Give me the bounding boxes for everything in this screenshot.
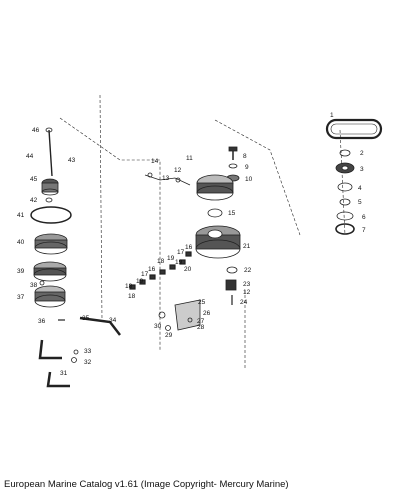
part-label-18-repeat: 18 bbox=[125, 283, 133, 290]
part-label-39: 39 bbox=[17, 268, 25, 275]
part-label-40: 40 bbox=[17, 239, 25, 246]
part-label-14: 14 bbox=[151, 158, 159, 165]
part-label-41: 41 bbox=[17, 212, 25, 219]
part-label-17-repeat: 17 bbox=[141, 271, 149, 278]
part-label-15: 15 bbox=[228, 210, 236, 217]
part-label-19-repeat: 19 bbox=[136, 278, 144, 285]
part-label-34: 34 bbox=[109, 317, 117, 324]
part-label-8: 8 bbox=[243, 153, 247, 160]
part-label-31: 31 bbox=[60, 370, 68, 377]
part-label-23: 23 bbox=[243, 281, 251, 288]
part-label-27: 27 bbox=[197, 318, 205, 325]
part-label-36: 36 bbox=[38, 318, 46, 325]
part-label-12-repeat: 12 bbox=[243, 289, 251, 296]
part-label-4: 4 bbox=[358, 185, 362, 192]
part-label-38: 38 bbox=[30, 282, 38, 289]
part-label-45: 45 bbox=[30, 176, 38, 183]
part-label-1: 1 bbox=[330, 112, 334, 119]
part-label-37: 37 bbox=[17, 294, 25, 301]
part-label-26: 26 bbox=[203, 310, 211, 317]
part-label-21: 21 bbox=[243, 243, 251, 250]
part-label-16-repeat: 16 bbox=[148, 266, 156, 273]
part-label-19: 19 bbox=[167, 255, 175, 262]
part-label-25: 25 bbox=[198, 299, 206, 306]
part-label-13: 13 bbox=[162, 175, 170, 182]
part-label-29: 29 bbox=[165, 332, 173, 339]
part-label-42: 42 bbox=[30, 197, 38, 204]
part-label-6: 6 bbox=[362, 214, 366, 221]
part-label-3: 3 bbox=[360, 166, 364, 173]
diagram-drawing bbox=[30, 94, 383, 388]
part-label-7: 7 bbox=[362, 227, 366, 234]
part-label-18-repeat-2: 18 bbox=[128, 293, 136, 300]
part-label-24: 24 bbox=[240, 299, 248, 306]
part-label-5: 5 bbox=[358, 199, 362, 206]
part-label-22: 22 bbox=[244, 267, 252, 274]
part-label-11: 11 bbox=[186, 155, 193, 162]
part-label-9: 9 bbox=[245, 164, 249, 171]
part-label-19-repeat-2: 19 bbox=[175, 259, 183, 266]
exploded-parts-diagram: 1 2 3 4 5 6 7 8 9 10 11 12 13 14 15 16 1… bbox=[17, 94, 383, 388]
part-label-30: 30 bbox=[154, 323, 162, 330]
part-label-44: 44 bbox=[26, 153, 34, 160]
part-label-12: 12 bbox=[174, 167, 182, 174]
part-label-43: 43 bbox=[68, 157, 76, 164]
part-label-35: 35 bbox=[82, 315, 90, 322]
part-label-46: 46 bbox=[32, 127, 40, 134]
part-label-33: 33 bbox=[84, 348, 92, 355]
part-label-20: 20 bbox=[184, 266, 192, 273]
part-label-32: 32 bbox=[84, 359, 92, 366]
part-label-17: 17 bbox=[177, 249, 185, 256]
part-label-10: 10 bbox=[245, 176, 253, 183]
part-label-2: 2 bbox=[360, 150, 364, 157]
part-label-16: 16 bbox=[185, 244, 193, 251]
catalog-caption: European Marine Catalog v1.61 (Image Cop… bbox=[4, 479, 289, 490]
part-label-28: 28 bbox=[197, 324, 205, 331]
part-label-18: 18 bbox=[157, 258, 165, 265]
